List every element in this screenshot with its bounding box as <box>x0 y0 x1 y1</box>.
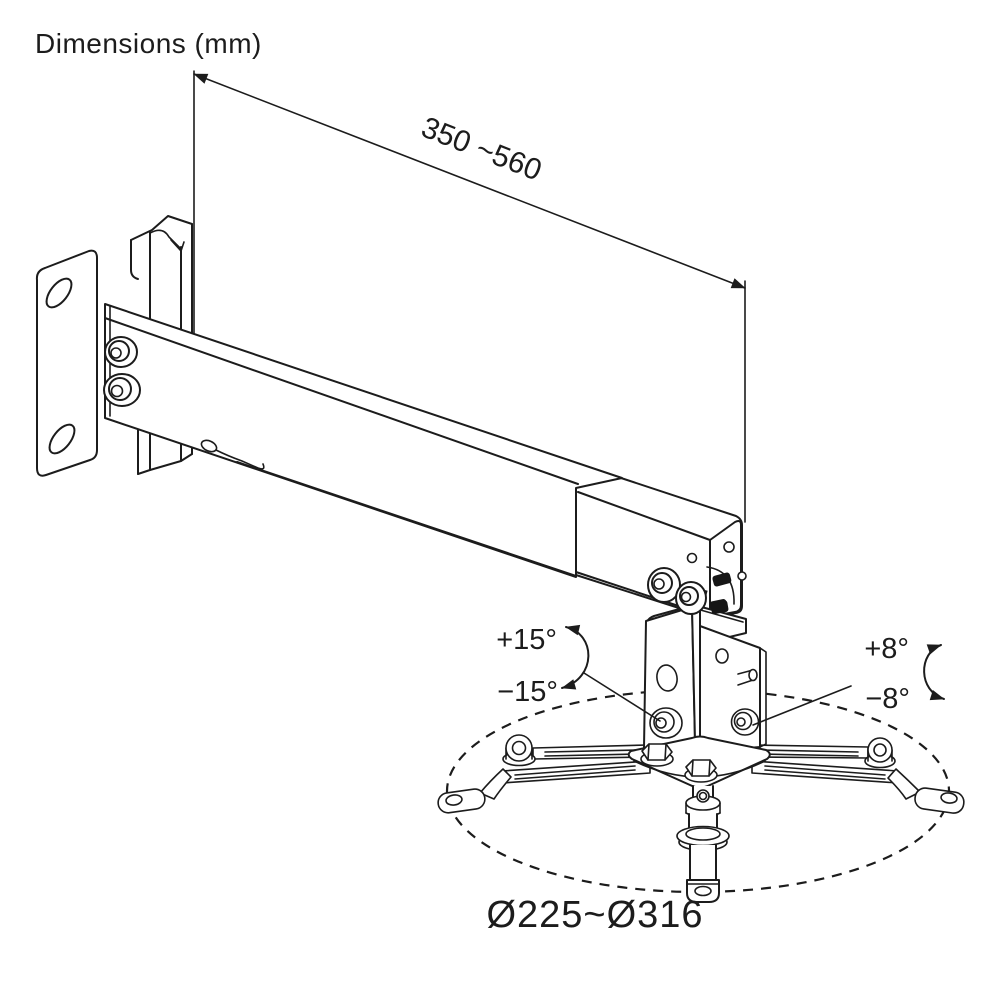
foot-bend <box>887 768 921 800</box>
lock-nut <box>710 600 729 614</box>
hex-facet <box>664 743 667 761</box>
extension-arm-outer <box>104 303 623 578</box>
wall-end-knobs <box>103 336 141 407</box>
bracket-bottom-edge <box>137 453 193 475</box>
mounting-slot <box>48 423 76 455</box>
arm-slot <box>759 749 859 753</box>
mount-head <box>627 587 771 789</box>
arm-end-knobs <box>647 567 707 615</box>
roll-angle-annotation: +8° −8° <box>752 633 945 726</box>
adjust-knob-socket <box>680 591 692 603</box>
hex-bolt <box>685 759 717 777</box>
bracket-top-edge <box>130 215 193 241</box>
dimension-line <box>193 73 746 289</box>
adjust-knob-socket <box>110 384 124 398</box>
roll-leader-line <box>752 685 852 726</box>
arm-hole <box>723 541 735 553</box>
set-screw <box>712 572 732 587</box>
page-title: Dimensions (mm) <box>35 28 262 59</box>
column-lower <box>690 845 716 882</box>
arm-hole <box>737 571 747 581</box>
roll-negative-label: −8° <box>865 683 910 715</box>
spider-base <box>437 734 965 814</box>
adjust-knob-socket <box>110 347 122 359</box>
roll-knob-socket <box>736 717 746 727</box>
hex-facet <box>691 759 694 777</box>
tilt-arc-arrow <box>561 624 590 690</box>
column-washer-inner <box>685 827 721 841</box>
arm-slot <box>514 769 636 780</box>
wall-plate <box>35 249 98 477</box>
inner-tube <box>575 476 743 618</box>
arm-hole <box>686 552 698 564</box>
mount-bolt-socket <box>511 740 527 756</box>
support-column <box>676 785 730 903</box>
arm-slot <box>759 753 859 757</box>
foot-hole <box>694 885 712 897</box>
pivot-pin-tip <box>748 668 758 682</box>
roll-positive-label: +8° <box>864 633 909 665</box>
extension-arm-inner <box>575 476 747 619</box>
tilt-angle-annotation: +15° −15° <box>496 624 661 722</box>
arm-slot <box>764 765 886 776</box>
locking-latch-lever <box>215 449 265 470</box>
adjust-knob-socket <box>653 578 665 590</box>
hex-facet <box>647 743 650 761</box>
foot-hole <box>940 792 958 804</box>
mounting-slot <box>45 277 73 309</box>
inner-tube-lip <box>577 491 711 541</box>
arm-length-label: 350 ~560 <box>417 111 546 188</box>
clevis-hole <box>715 648 729 664</box>
mount-bolt-socket <box>873 743 887 757</box>
foot-hole <box>445 794 463 806</box>
clevis-hole <box>656 664 678 692</box>
hex-facet <box>708 759 711 777</box>
roll-arc-arrow <box>923 644 945 701</box>
tilt-positive-label: +15° <box>496 624 557 656</box>
tilt-leader-line <box>583 672 661 722</box>
arm-slot <box>544 753 641 757</box>
clevis-flange <box>759 647 767 748</box>
bracket-hook-notch <box>170 239 185 252</box>
bracket-hook-fold <box>149 229 182 250</box>
arm-slot <box>514 765 636 776</box>
arm-slot <box>544 749 641 753</box>
foot-tab <box>914 787 965 814</box>
hex-bolt <box>641 743 673 761</box>
arm-slot <box>764 769 886 780</box>
collar-screw-socket <box>698 791 708 801</box>
outer-channel-lip <box>104 317 579 485</box>
tilt-negative-label: −15° <box>497 676 558 708</box>
outer-channel-bottom-lip <box>236 461 577 577</box>
outer-channel <box>104 303 623 578</box>
bracket-hook-edge <box>130 239 139 280</box>
foot-bend <box>479 768 512 800</box>
base-diameter-label: Ø225~Ø316 <box>486 894 703 936</box>
pivot-pin <box>737 679 754 686</box>
